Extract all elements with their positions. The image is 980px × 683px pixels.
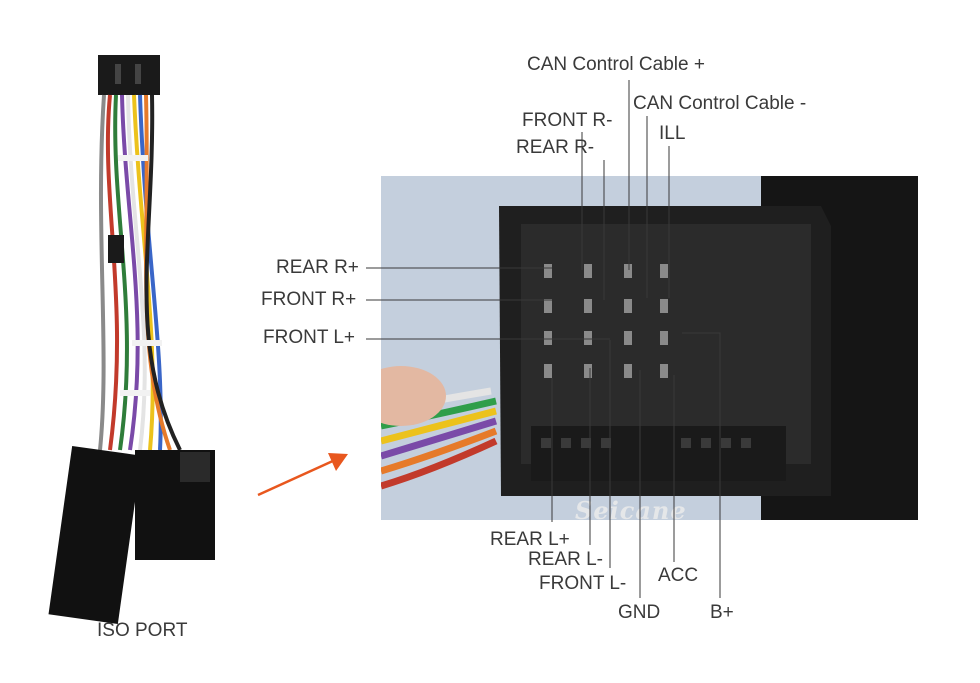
pin-grid: [544, 264, 668, 378]
label-front-l-minus: FRONT L-: [539, 573, 627, 594]
label-can-control-cable-minus: CAN Control Cable -: [633, 93, 807, 114]
label-acc: ACC: [658, 565, 699, 586]
label-ill: ILL: [659, 123, 686, 144]
label-b-plus: B+: [710, 602, 734, 623]
label-rear-l-minus: REAR L-: [528, 549, 603, 570]
iso-port-caption: ISO PORT: [97, 620, 188, 641]
connector-illustration: [381, 176, 918, 520]
connector-photo: [381, 176, 918, 520]
watermark: Seicane: [575, 496, 687, 525]
label-rear-l-plus: REAR L+: [490, 529, 570, 550]
label-rear-r-plus: REAR R+: [276, 257, 359, 278]
label-rear-r-minus: REAR R-: [516, 137, 595, 158]
label-front-l-plus: FRONT L+: [263, 327, 356, 348]
label-can-control-cable-plus: CAN Control Cable +: [527, 54, 705, 75]
label-front-r-plus: FRONT R+: [261, 289, 357, 310]
label-front-r-minus: FRONT R-: [522, 110, 613, 131]
iso-harness-image: [48, 55, 215, 625]
label-gnd: GND: [618, 602, 661, 623]
